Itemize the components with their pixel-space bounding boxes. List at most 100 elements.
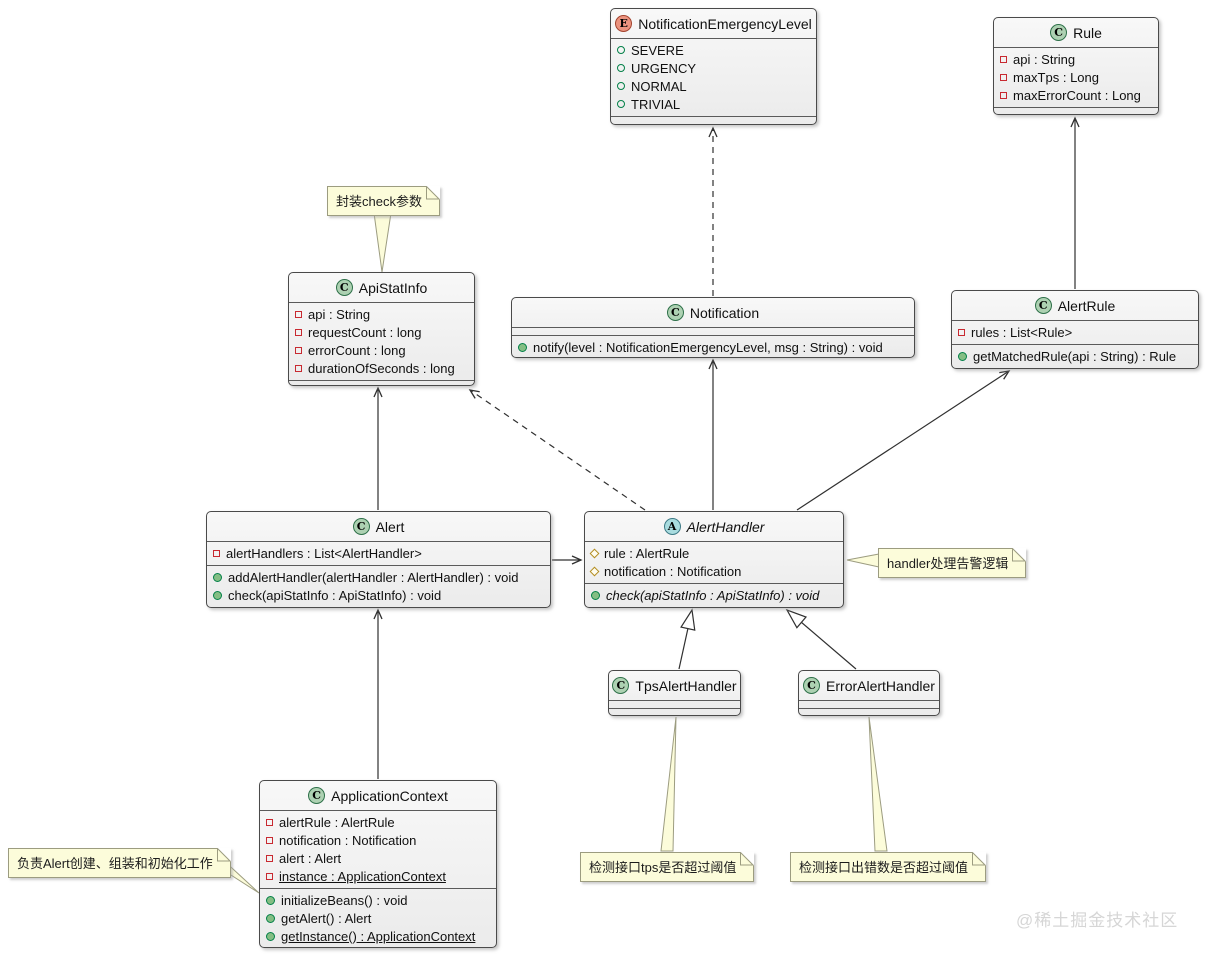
class-title: E NotificationEmergencyLevel	[611, 9, 816, 38]
attribute-label: notification : Notification	[279, 832, 417, 848]
private-field-icon	[295, 346, 302, 354]
attribute-label: api : String	[308, 306, 371, 322]
method-label: addAlertHandler(alertHandler : AlertHand…	[228, 569, 519, 585]
class-spot-icon: C	[308, 787, 326, 804]
note-connector-check-params	[373, 212, 392, 273]
class-box-notification: C Notification notify(level : Notificati…	[511, 297, 915, 358]
method-label: check(apiStatInfo : ApiStatInfo) : void	[228, 587, 442, 603]
method-label: check(apiStatInfo : ApiStatInfo) : void	[606, 587, 820, 603]
attribute: maxErrorCount : Long	[1000, 86, 1152, 104]
attribute: notification : Notification	[589, 562, 837, 580]
attributes: alertRule : AlertRule notification : Not…	[260, 810, 496, 888]
class-name: TpsAlertHandler	[635, 677, 737, 694]
class-name: Alert	[375, 518, 405, 535]
attribute-label: rules : List<Rule>	[971, 324, 1073, 340]
private-field-icon	[295, 364, 302, 372]
enum-constant: TRIVIAL	[617, 95, 810, 113]
class-title: C Notification	[512, 298, 914, 327]
attribute: alertHandlers : List<AlertHandler>	[213, 544, 544, 562]
private-field-icon	[266, 818, 273, 826]
attribute-label: maxTps : Long	[1013, 69, 1099, 85]
note-fold-icon	[216, 848, 231, 862]
enum-spot-icon: E	[615, 15, 633, 32]
private-field-icon	[295, 328, 302, 336]
attribute: errorCount : long	[295, 341, 468, 359]
abstract-method: check(apiStatInfo : ApiStatInfo) : void	[591, 586, 837, 604]
private-field-icon	[958, 328, 965, 336]
private-field-icon	[1000, 91, 1007, 99]
private-field-icon	[213, 549, 220, 557]
method: getMatchedRule(api : String) : Rule	[958, 347, 1192, 365]
public-method-icon	[266, 913, 275, 923]
class-box-alerthandler: A AlertHandler rule : AlertRule notifica…	[584, 511, 844, 608]
attribute-label: alertHandlers : List<AlertHandler>	[226, 545, 422, 561]
note-tps: 检测接口tps是否超过阈值	[580, 852, 755, 882]
method: initializeBeans() : void	[266, 891, 490, 909]
empty-compartment	[799, 708, 939, 716]
public-method-icon	[958, 351, 967, 361]
class-title: A AlertHandler	[585, 512, 843, 541]
attribute: durationOfSeconds : long	[295, 359, 468, 377]
attributes: rule : AlertRule notification : Notifica…	[585, 541, 843, 583]
note-handler-logic: handler处理告警逻辑	[878, 548, 1027, 578]
empty-compartment	[289, 380, 474, 388]
class-name: ApplicationContext	[331, 787, 448, 804]
note-text: 检测接口tps是否超过阈值	[589, 860, 737, 875]
attribute: alertRule : AlertRule	[266, 813, 490, 831]
public-method-icon	[266, 895, 275, 905]
attribute: rules : List<Rule>	[958, 323, 1192, 341]
class-title: C ErrorAlertHandler	[799, 671, 939, 700]
static-attribute: instance : ApplicationContext	[266, 867, 490, 885]
note-text: 负责Alert创建、组装和初始化工作	[17, 856, 213, 871]
class-box-applicationcontext: C ApplicationContext alertRule : AlertRu…	[259, 780, 497, 948]
attribute: maxTps : Long	[1000, 68, 1152, 86]
attributes: api : String maxTps : Long maxErrorCount…	[994, 47, 1158, 107]
note-fold-icon	[740, 852, 755, 866]
class-spot-icon: C	[1050, 24, 1068, 41]
class-title: C AlertRule	[952, 291, 1198, 320]
attributes: alertHandlers : List<AlertHandler>	[207, 541, 550, 565]
class-name: ApiStatInfo	[358, 279, 428, 296]
private-field-icon	[295, 310, 302, 318]
note-fold-icon	[1012, 548, 1027, 562]
class-box-notificationemergencylevel: E NotificationEmergencyLevel SEVERE URGE…	[610, 8, 817, 125]
static-method: getInstance() : ApplicationContext	[266, 927, 490, 945]
enum-constant: NORMAL	[617, 77, 810, 95]
attribute-label: instance : ApplicationContext	[279, 868, 446, 884]
enum-constant: SEVERE	[617, 41, 810, 59]
method: getAlert() : Alert	[266, 909, 490, 927]
class-box-tpsalerthandler: C TpsAlertHandler	[608, 670, 741, 716]
enum-constant-label: NORMAL	[631, 78, 687, 94]
method-label: getMatchedRule(api : String) : Rule	[973, 348, 1177, 364]
note-connector-error	[868, 716, 888, 852]
empty-compartment	[799, 700, 939, 708]
attribute-label: alertRule : AlertRule	[279, 814, 395, 830]
attribute: notification : Notification	[266, 831, 490, 849]
note-connector-handler-logic	[846, 553, 880, 568]
enum-constant-icon	[617, 82, 625, 90]
attributes: api : String requestCount : long errorCo…	[289, 302, 474, 380]
class-name: ErrorAlertHandler	[826, 677, 935, 694]
class-title: C Rule	[994, 18, 1158, 47]
class-box-apistatinfo: C ApiStatInfo api : String requestCount …	[288, 272, 475, 386]
enum-constant-icon	[617, 46, 625, 54]
public-method-icon	[591, 590, 600, 600]
class-title: C Alert	[207, 512, 550, 541]
class-box-alertrule: C AlertRule rules : List<Rule> getMatche…	[951, 290, 1199, 369]
private-field-icon	[1000, 55, 1007, 63]
class-spot-icon: C	[666, 304, 684, 321]
attribute: api : String	[295, 305, 468, 323]
protected-field-icon	[589, 566, 600, 576]
public-method-icon	[213, 590, 222, 600]
public-method-icon	[266, 931, 275, 941]
attribute-label: notification : Notification	[604, 563, 742, 579]
class-name: AlertRule	[1057, 297, 1116, 314]
method-label: notify(level : NotificationEmergencyLeve…	[533, 339, 883, 355]
class-title: C TpsAlertHandler	[609, 671, 740, 700]
methods: notify(level : NotificationEmergencyLeve…	[512, 335, 914, 359]
attribute-label: errorCount : long	[308, 342, 406, 358]
watermark-text: @稀土掘金技术社区	[1016, 911, 1179, 930]
method: addAlertHandler(alertHandler : AlertHand…	[213, 568, 544, 586]
methods: initializeBeans() : void getAlert() : Al…	[260, 888, 496, 948]
